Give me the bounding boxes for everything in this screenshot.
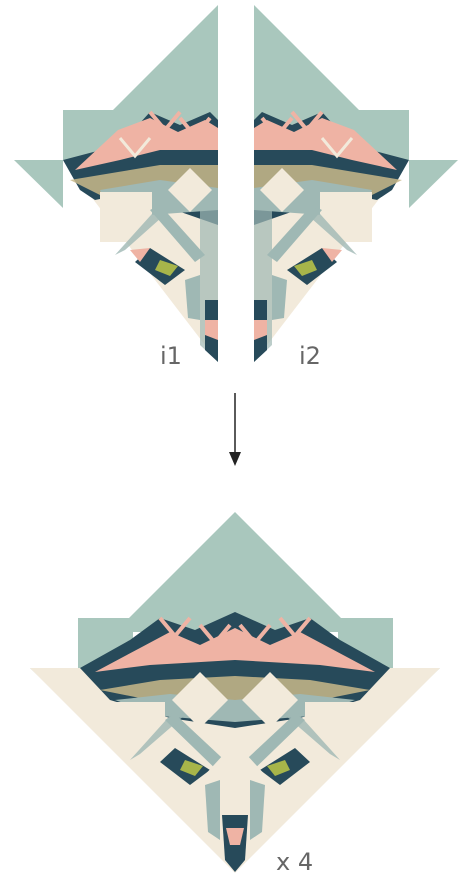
label-multiplier: x 4 [276,848,313,876]
inner-cream-square-right [305,702,355,752]
quilt-combined-block [30,512,440,873]
label-left-piece: i1 [160,342,182,370]
quilt-half-block-right [254,5,458,362]
half-block-artwork-mirrored [254,5,458,362]
down-arrow-icon [229,393,241,466]
sage-side-triangle [14,160,63,208]
quilt-half-block-left [14,5,218,362]
half-block-artwork [14,5,218,362]
inner-cream-square-left [115,702,165,752]
label-right-piece: i2 [299,342,321,370]
inner-cream-square [100,192,152,242]
